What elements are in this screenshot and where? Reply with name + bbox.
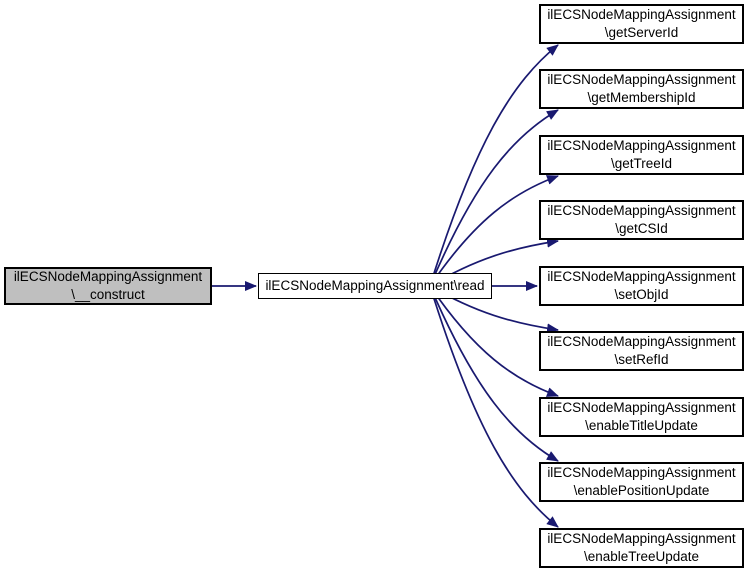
graph-node-getMembershipId-label-line-1: ilECSNodeMappingAssignment (547, 72, 736, 87)
graph-node-getServerId-label-line-2: \getServerId (604, 25, 679, 40)
graph-node-getTreeId[interactable]: ilECSNodeMappingAssignment \getTreeId (539, 135, 744, 175)
edge-read-enablePositionUpdate (429, 285, 559, 462)
edge-read-getMembershipId (429, 109, 559, 287)
graph-node-getServerId-label-line-1: ilECSNodeMappingAssignment (547, 7, 736, 22)
graph-node-construct-label-line-1: ilECSNodeMappingAssignment (13, 269, 203, 284)
graph-node-setObjId-label-line-1: ilECSNodeMappingAssignment (547, 269, 736, 284)
graph-node-getCSId-label-line-2: \getCSId (615, 221, 668, 236)
graph-node-construct-label-line-2: \__construct (71, 287, 145, 302)
graph-node-setRefId-label-line-2: \setRefId (614, 352, 669, 367)
graph-node-setObjId[interactable]: ilECSNodeMappingAssignment \setObjId (539, 266, 744, 306)
graph-node-setObjId-label-line-2: \setObjId (614, 287, 669, 302)
graph-node-getMembershipId[interactable]: ilECSNodeMappingAssignment \getMembership… (539, 69, 744, 109)
graph-node-getTreeId-label-line-1: ilECSNodeMappingAssignment (547, 138, 736, 153)
edge-read-getTreeId (429, 175, 559, 287)
graph-node-getCSId[interactable]: ilECSNodeMappingAssignment \getCSId (539, 200, 744, 240)
graph-node-read[interactable]: ilECSNodeMappingAssignment\read (258, 273, 492, 299)
graph-node-enablePositionUpdate-label-line-2: \enablePositionUpdate (573, 483, 710, 498)
graph-node-enablePositionUpdate-label-line-1: ilECSNodeMappingAssignment (547, 465, 736, 480)
graph-node-read-label-line-1: ilECSNodeMappingAssignment\read (265, 278, 485, 293)
graph-node-enableTitleUpdate-label-line-1: ilECSNodeMappingAssignment (547, 400, 736, 415)
graph-node-getCSId-label-line-1: ilECSNodeMappingAssignment (547, 203, 736, 218)
graph-node-enablePositionUpdate[interactable]: ilECSNodeMappingAssignment \enablePositio… (539, 462, 744, 502)
graph-node-getMembershipId-label-line-2: \getMembershipId (587, 90, 696, 105)
graph-node-enableTitleUpdate[interactable]: ilECSNodeMappingAssignment \enableTitleUp… (539, 397, 744, 437)
graph-node-enableTreeUpdate-label-line-2: \enableTreeUpdate (583, 549, 700, 564)
edge-read-getServerId (429, 44, 559, 287)
edge-read-enableTreeUpdate (429, 285, 559, 528)
graph-node-getTreeId-label-line-2: \getTreeId (610, 156, 673, 171)
graph-node-enableTreeUpdate[interactable]: ilECSNodeMappingAssignment \enableTreeUpd… (539, 528, 744, 568)
graph-node-construct[interactable]: ilECSNodeMappingAssignment \__construct (4, 267, 212, 305)
graph-node-getServerId[interactable]: ilECSNodeMappingAssignment \getServerId (539, 4, 744, 44)
graph-node-enableTreeUpdate-label-line-1: ilECSNodeMappingAssignment (547, 531, 736, 546)
graph-node-setRefId-label-line-1: ilECSNodeMappingAssignment (547, 334, 736, 349)
graph-node-setRefId[interactable]: ilECSNodeMappingAssignment \setRefId (539, 331, 744, 371)
graph-node-enableTitleUpdate-label-line-2: \enableTitleUpdate (585, 418, 698, 433)
edge-read-enableTitleUpdate (429, 285, 559, 397)
